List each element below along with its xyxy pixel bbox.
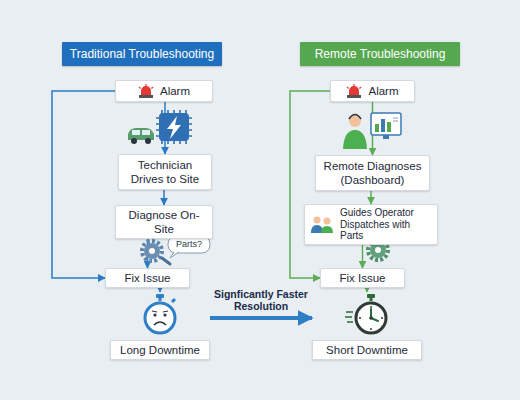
node-text: Fix Issue xyxy=(124,271,170,285)
comparison-arrow xyxy=(210,316,312,320)
car-icon xyxy=(131,138,137,144)
process-box: Remote Diagnoses (Dashboard) xyxy=(315,155,430,191)
speech-bubble xyxy=(168,236,210,258)
people-icon xyxy=(324,218,331,225)
siren-icon xyxy=(347,95,361,98)
operator-dashboard-icon xyxy=(393,118,398,121)
flow-arrow xyxy=(52,91,115,278)
siren-icon xyxy=(139,84,153,89)
stopwatch-icon xyxy=(163,313,166,316)
operator-dashboard-icon xyxy=(343,130,367,149)
stopwatch-icon xyxy=(345,292,389,336)
operator-dashboard-icon xyxy=(371,113,401,135)
process-box: Guides Operator Dispatches with Parts xyxy=(304,204,438,245)
stopwatch-icon xyxy=(345,292,389,340)
car-icon xyxy=(132,130,140,135)
operator-dashboard-icon xyxy=(349,115,361,120)
node-text: Short Downtime xyxy=(312,340,422,360)
stopwatch-icon xyxy=(153,313,156,316)
flow-arrow xyxy=(163,190,165,205)
people-icon xyxy=(314,217,321,224)
car-icon xyxy=(128,128,154,144)
node-text: Technician Drives to Site xyxy=(123,158,207,186)
car-icon xyxy=(145,138,151,144)
stopwatch-icon xyxy=(172,299,175,302)
stopwatch-icon xyxy=(367,294,375,298)
operator-dashboard-icon xyxy=(387,122,391,132)
car-icon xyxy=(128,128,154,140)
node-text: Diagnose On-Site xyxy=(120,208,208,236)
column-header: Remote Troubleshooting xyxy=(300,42,460,66)
callout-text: Parts? xyxy=(168,239,210,249)
process-box: Fix Issue xyxy=(105,268,190,288)
people-icon xyxy=(310,214,334,234)
gear-icon xyxy=(142,241,162,261)
gear-icon xyxy=(149,248,155,254)
people-icon xyxy=(310,214,334,234)
siren-icon xyxy=(138,84,154,98)
speech-bubble xyxy=(170,252,179,258)
operator-dashboard-icon xyxy=(349,115,361,127)
flow-arrow xyxy=(366,288,368,292)
alarm-box: Alarm xyxy=(115,80,213,102)
node-text: Fix Issue xyxy=(339,271,385,285)
flow-arrow xyxy=(370,191,372,204)
node-text: Alarm xyxy=(160,84,190,98)
stopwatch-icon xyxy=(359,306,383,330)
stopwatch-icon xyxy=(356,303,386,333)
siren-icon xyxy=(346,84,362,98)
stopwatch-icon xyxy=(145,303,175,333)
chip-icon xyxy=(167,116,181,139)
siren-icon xyxy=(349,86,359,95)
stopwatch-icon xyxy=(369,316,373,320)
gear-icon xyxy=(162,258,170,264)
header-text: Traditional Troubleshooting xyxy=(70,47,214,61)
flow-arrow xyxy=(159,288,161,292)
downtime-node: Short Downtime xyxy=(312,292,422,360)
process-box: Fix Issue xyxy=(320,268,405,288)
node-text: Remote Diagnoses (Dashboard) xyxy=(320,159,425,187)
process-box: Technician Drives to Site xyxy=(118,154,212,190)
flow-arrow xyxy=(362,245,364,269)
node-text: Alarm xyxy=(368,84,398,98)
siren-icon xyxy=(346,84,362,98)
stopwatch-icon xyxy=(152,311,168,312)
operator-dashboard-icon xyxy=(343,113,401,149)
node-text: Long Downtime xyxy=(110,340,210,360)
chip-icon xyxy=(156,110,192,144)
gear-icon xyxy=(144,243,160,259)
downtime-node: Long Downtime xyxy=(110,292,210,360)
header-text: Remote Troubleshooting xyxy=(315,47,446,61)
stopwatch-icon xyxy=(138,292,182,340)
people-icon xyxy=(321,226,333,233)
operator-dashboard-icon xyxy=(375,124,379,132)
siren-icon xyxy=(138,84,154,98)
stopwatch-icon xyxy=(138,292,182,336)
operator-dashboard-icon xyxy=(383,135,389,139)
stopwatch-icon xyxy=(345,312,353,322)
siren-icon xyxy=(139,95,153,98)
stopwatch-icon xyxy=(156,294,164,298)
stopwatch-icon xyxy=(154,322,166,325)
siren-icon xyxy=(347,84,361,89)
column-header: Traditional Troubleshooting xyxy=(62,42,222,66)
gear-icon xyxy=(142,241,170,264)
chip-icon xyxy=(159,113,189,141)
operator-dashboard-icon xyxy=(381,119,385,132)
chip-icon xyxy=(156,110,192,144)
process-box: Diagnose On-Site xyxy=(115,205,213,239)
node-text: Guides Operator Dispatches with Parts xyxy=(340,207,432,242)
car-icon xyxy=(142,130,150,135)
siren-icon xyxy=(141,86,151,95)
stopwatch-icon xyxy=(159,298,162,301)
stopwatch-icon xyxy=(370,298,373,301)
tool-icon xyxy=(375,247,381,253)
edge-label: Signficantly Faster Resolution xyxy=(199,288,323,312)
alarm-box: Alarm xyxy=(330,80,415,102)
